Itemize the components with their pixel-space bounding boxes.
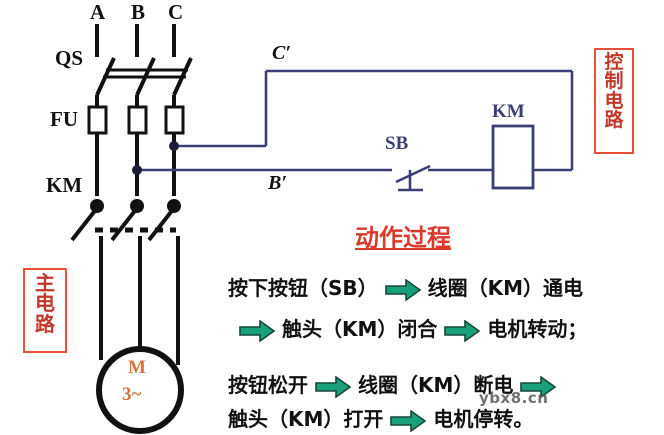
main-circuit-box: 主 电 路 <box>23 268 67 353</box>
control-circuit-char-3: 电 <box>604 89 624 112</box>
operation-line-4: 触头（KM）打开 电机停转。 <box>228 403 534 433</box>
motor-label-phase: 3~ <box>122 384 142 405</box>
operation-text-4-3: 电机停转。 <box>433 407 534 431</box>
control-circuit-wires <box>137 69 574 172</box>
fuse-a <box>87 105 108 135</box>
control-circuit-char-2: 制 <box>604 70 624 93</box>
operation-text-2-4: 电机转动； <box>487 317 588 341</box>
junction-dot-bprime <box>132 165 142 175</box>
phase-label-c: C <box>168 0 184 24</box>
operation-line-3: 按钮松开 线圈（KM）断电 <box>228 369 563 399</box>
main-circuit-char-2: 电 <box>35 291 55 316</box>
flow-arrow-icon <box>520 374 557 399</box>
disconnect-switch-label: QS <box>55 46 84 70</box>
flow-arrow-icon <box>444 318 481 343</box>
motor-body <box>96 346 184 434</box>
operation-text-4-1: 触头（KM）打开 <box>228 407 384 431</box>
km-blade-c <box>147 201 180 242</box>
km-blade-b <box>110 201 143 242</box>
km-main-contacts <box>70 199 181 242</box>
flow-arrow-icon <box>384 277 422 302</box>
operation-text-3-1: 按钮松开 <box>228 373 308 397</box>
fuse-c <box>164 105 185 135</box>
main-circuit-char-3: 路 <box>35 311 55 336</box>
fuse-label: FU <box>50 107 78 131</box>
fuse-b <box>127 105 148 135</box>
fu-fuses <box>87 105 185 135</box>
sb-pushbutton <box>395 164 431 192</box>
sb-contact-blade <box>395 164 431 184</box>
operation-line-1: 按下按钮（SB） 线圈（KM）通电 <box>228 272 584 302</box>
contactor-contacts-label: KM <box>46 173 83 197</box>
qs-disconnect-switch <box>95 57 193 96</box>
control-circuit-char-1: 控 <box>604 51 624 73</box>
km-blade-a <box>70 201 103 242</box>
flow-arrow-icon <box>239 318 276 343</box>
operation-text-2-2: 触头（KM）闭合 <box>282 317 438 341</box>
control-circuit-box: 控 制 电 路 <box>594 48 634 154</box>
control-circuit-char-4: 路 <box>604 109 624 132</box>
node-label-b-prime: B′ <box>268 172 287 194</box>
junction-dot-cprime <box>169 141 179 151</box>
phase-label-a: A <box>90 0 106 24</box>
flow-arrow-icon <box>315 374 352 399</box>
km-coil <box>491 124 535 190</box>
pushbutton-label: SB <box>385 133 409 154</box>
operation-line-2: 触头（KM）闭合 电机转动； <box>232 313 588 343</box>
contactor-coil-label: KM <box>492 101 525 122</box>
operation-text-1-3: 线圈（KM）通电 <box>427 276 584 300</box>
operation-text-1-1: 按下按钮（SB） <box>228 276 378 300</box>
operation-text-3-3: 线圈（KM）断电 <box>358 373 514 397</box>
motor-label-m: M <box>128 357 146 378</box>
main-circuit-char-1: 主 <box>35 271 55 295</box>
operation-title: 动作过程 <box>355 224 451 252</box>
flow-arrow-icon <box>390 408 427 433</box>
node-label-c-prime: C′ <box>272 42 291 64</box>
phase-label-b: B <box>131 0 146 24</box>
site-watermark: ybx8.cn <box>479 389 549 407</box>
